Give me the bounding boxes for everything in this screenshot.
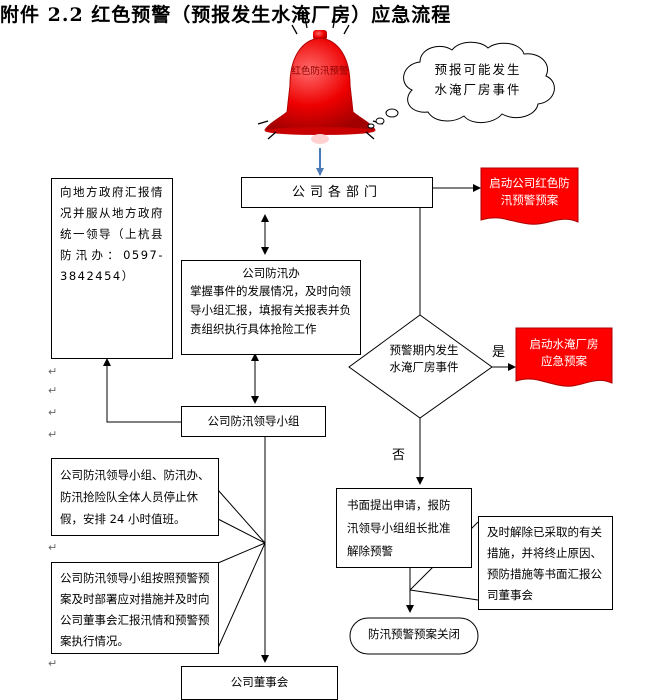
thought-cloud-shape xyxy=(367,41,555,129)
red-document-2: 启动水淹厂房应急预案 xyxy=(516,328,612,385)
paragraph-mark-icon: ↵ xyxy=(48,428,58,441)
paragraph-mark-icon: ↵ xyxy=(48,406,58,419)
alarm-bell-icon xyxy=(257,17,384,144)
terminator-shape xyxy=(349,617,479,655)
flood-office-body: 掌握事件的发展情况，及时向领导小组汇报，填报有关报表并负责组织执行具体抢险工作 xyxy=(190,284,351,336)
flood-office-box: 公司防汛办 掌握事件的发展情况，及时向领导小组汇报，填报有关报表并负责组织执行具… xyxy=(181,260,361,355)
red-document-1-text: 启动公司红色防汛预警预案 xyxy=(489,176,570,207)
staff-duty-box: 公司防汛领导小组、防汛办、防汛抢险队全体人员停止休假，安排 24 小时值班。 xyxy=(51,458,219,536)
yes-label: 是 xyxy=(492,345,506,360)
all-departments-box: 公司各部门 xyxy=(241,177,433,208)
decision-text: 预警期内发生水淹厂房事件 xyxy=(389,343,459,374)
page-title: 附件 2.2 红色预警（预报发生水淹厂房）应急流程 xyxy=(0,4,452,26)
paragraph-mark-icon: ↵ xyxy=(48,365,58,378)
close-plan-text: 防汛预警预案关闭 xyxy=(368,627,460,641)
red-document-shape-1 xyxy=(480,167,579,225)
leader-group-box: 公司防汛领导小组 xyxy=(181,406,326,437)
bell-label: 红色防汛预警 xyxy=(291,66,349,77)
paragraph-mark-icon: ↵ xyxy=(48,384,58,397)
local-government-box: 向地方政府汇报情况并服从地方政府统一领导（上杭县防汛办：0597-3842454… xyxy=(51,178,173,359)
no-label: 否 xyxy=(392,448,406,463)
paragraph-mark-icon: ↵ xyxy=(48,541,58,554)
red-document-1: 启动公司红色防汛预警预案 xyxy=(481,168,578,223)
flood-office-title: 公司防汛办 xyxy=(242,266,300,280)
cloud-text: 预报可能发生水淹厂房事件 xyxy=(434,62,522,97)
deploy-measures-box: 公司防汛领导小组按照预警预案及时部署应对措施并及时向公司董事会汇报汛情和预警预案… xyxy=(51,562,219,654)
lift-measures-box: 及时解除已采取的有关措施，并将终止原因、预防措施等书面汇报公司董事会 xyxy=(478,516,613,610)
paragraph-mark-icon: ↵ xyxy=(48,657,58,670)
apply-lift-box: 书面提出申请，报防汛领导小组组长批准解除预警 xyxy=(336,488,472,568)
board-box: 公司董事会 xyxy=(181,666,338,700)
red-document-shape-2 xyxy=(515,327,613,387)
red-document-2-text: 启动水淹厂房应急预案 xyxy=(529,337,599,368)
